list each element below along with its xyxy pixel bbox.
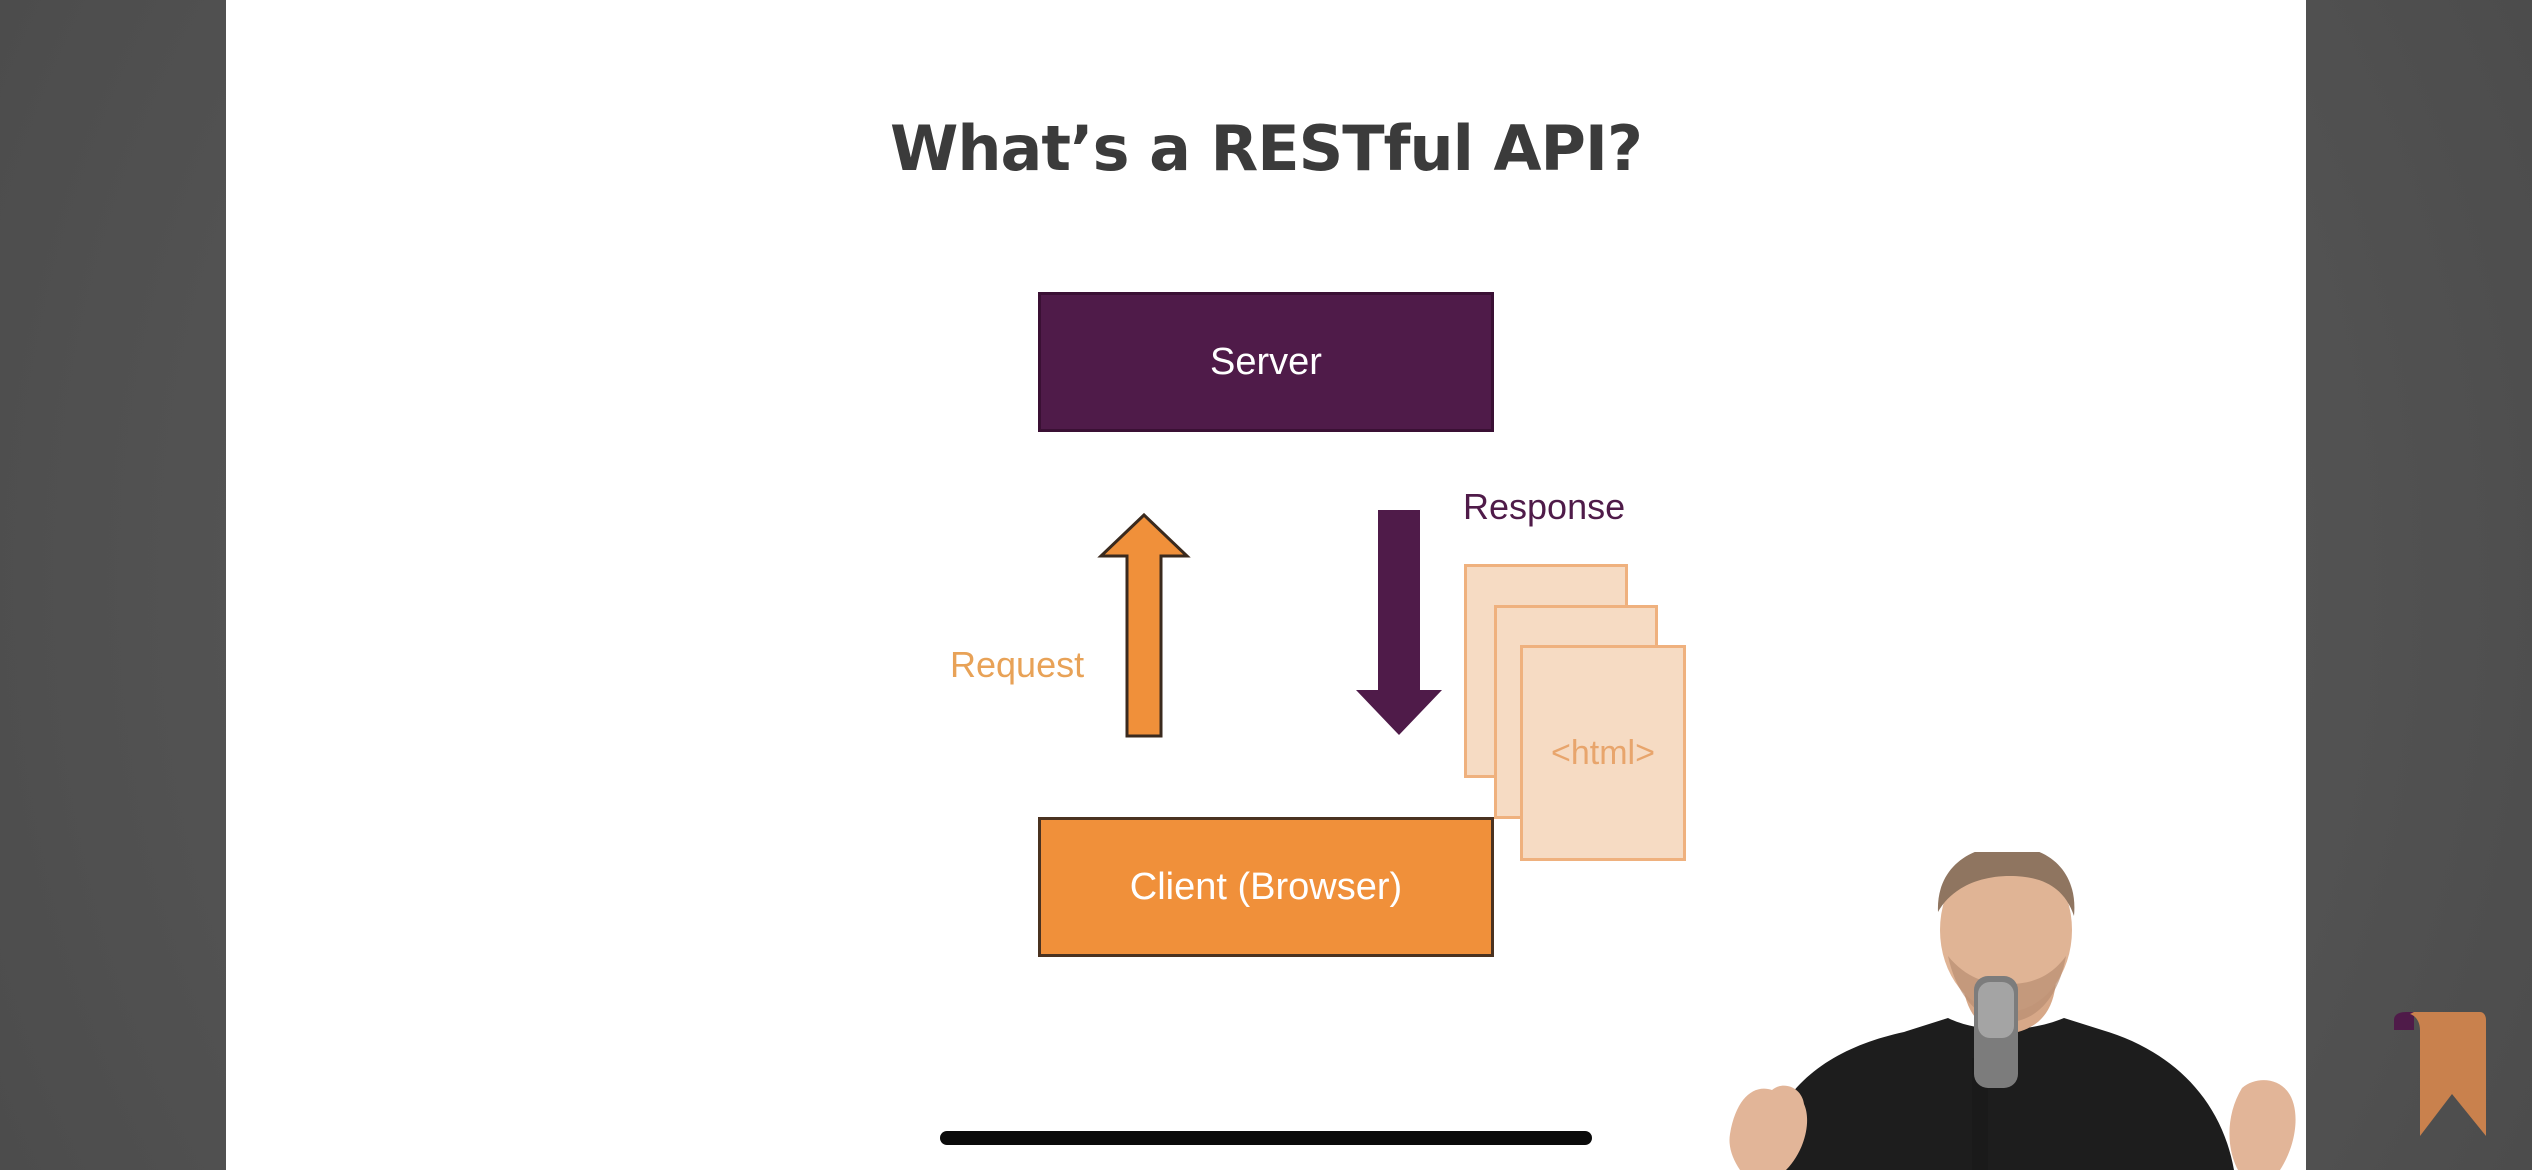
server-label: Server [1210, 340, 1322, 383]
slide: What’s a RESTful API? Server Request Res… [226, 0, 2306, 1170]
home-indicator[interactable] [940, 1131, 1592, 1145]
html-page-label: <html> [1551, 733, 1655, 772]
response-label: Response [1463, 486, 1626, 527]
slide-title: What’s a RESTful API? [890, 112, 1643, 185]
client-label: Client (Browser) [1129, 865, 1403, 908]
presenter-webcam [1729, 852, 2296, 1170]
server-box: Server [1038, 292, 1494, 432]
arrow-up-icon [1097, 512, 1191, 738]
bookmark-logo-icon [2394, 1012, 2486, 1136]
request-label: Request [950, 644, 1085, 685]
arrow-down-icon [1356, 510, 1442, 735]
client-box: Client (Browser) [1038, 817, 1494, 957]
html-page-front: <html> [1520, 645, 1686, 861]
